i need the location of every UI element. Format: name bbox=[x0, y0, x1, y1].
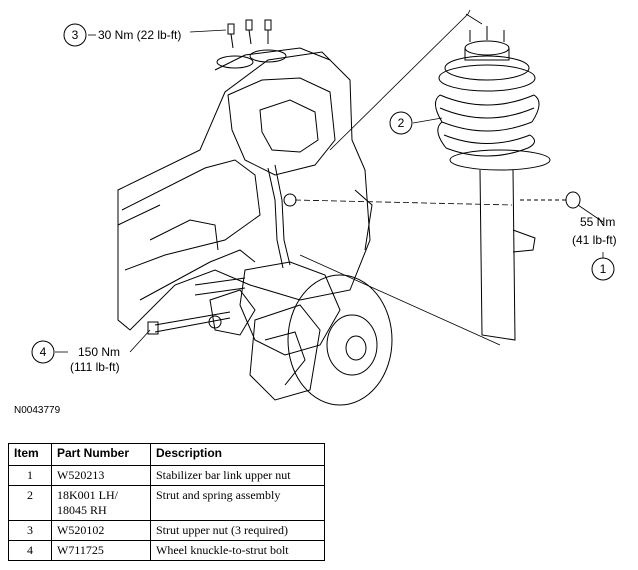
callout-1-circle bbox=[591, 257, 615, 281]
cell-description: Wheel knuckle-to-strut bolt bbox=[150, 540, 325, 561]
cell-part-number: 18K001 LH/ 18045 RH bbox=[51, 485, 151, 521]
column-header-item: Item bbox=[8, 443, 52, 466]
callout-1-torque-lbft: (41 lb-ft) bbox=[572, 233, 617, 247]
part-number-line: 18K001 LH/ bbox=[57, 488, 118, 502]
cell-description: Strut and spring assembly bbox=[150, 485, 325, 521]
table-row: 1 W520213 Stabilizer bar link upper nut bbox=[8, 465, 325, 486]
cell-description: Strut upper nut (3 required) bbox=[150, 520, 325, 541]
callout-1-number: 1 bbox=[600, 262, 607, 276]
cell-item: 4 bbox=[8, 540, 52, 561]
cell-item: 2 bbox=[8, 485, 52, 521]
callout-1-torque-nm: 55 Nm bbox=[580, 215, 615, 229]
parts-table: Item Part Number Description 1 W520213 S… bbox=[8, 443, 325, 561]
cell-part-number: W520213 bbox=[51, 465, 151, 486]
column-header-description: Description bbox=[150, 443, 325, 466]
callout-3-circle bbox=[63, 23, 87, 47]
suspension-diagram: 3 2 1 4 30 Nm (22 lb-ft) 55 Nm (41 lb-ft… bbox=[31, 9, 617, 406]
table-row: 2 18K001 LH/ 18045 RH Strut and spring a… bbox=[8, 485, 325, 521]
cell-item: 1 bbox=[8, 465, 52, 486]
figure-id: N0043779 bbox=[14, 405, 61, 416]
callout-2-circle bbox=[389, 111, 413, 135]
callout-3-torque: 30 Nm (22 lb-ft) bbox=[98, 28, 181, 42]
callout-4-torque-nm: 150 Nm bbox=[78, 345, 120, 359]
table-row: 3 W520102 Strut upper nut (3 required) bbox=[8, 520, 325, 541]
callout-3-number: 3 bbox=[72, 28, 79, 42]
callout-4-circle bbox=[31, 340, 55, 364]
callout-4-number: 4 bbox=[40, 345, 47, 359]
callout-2-number: 2 bbox=[398, 116, 405, 130]
cell-part-number: W711725 bbox=[51, 540, 151, 561]
column-header-part-number: Part Number bbox=[51, 443, 151, 466]
callout-4-torque-lbft: (111 lb-ft) bbox=[70, 360, 120, 374]
table-row: 4 W711725 Wheel knuckle-to-strut bolt bbox=[8, 540, 325, 561]
cell-description: Stabilizer bar link upper nut bbox=[150, 465, 325, 486]
cell-item: 3 bbox=[8, 520, 52, 541]
part-number-line: 18045 RH bbox=[57, 503, 107, 517]
cell-part-number: W520102 bbox=[51, 520, 151, 541]
table-header-row: Item Part Number Description bbox=[8, 443, 325, 466]
